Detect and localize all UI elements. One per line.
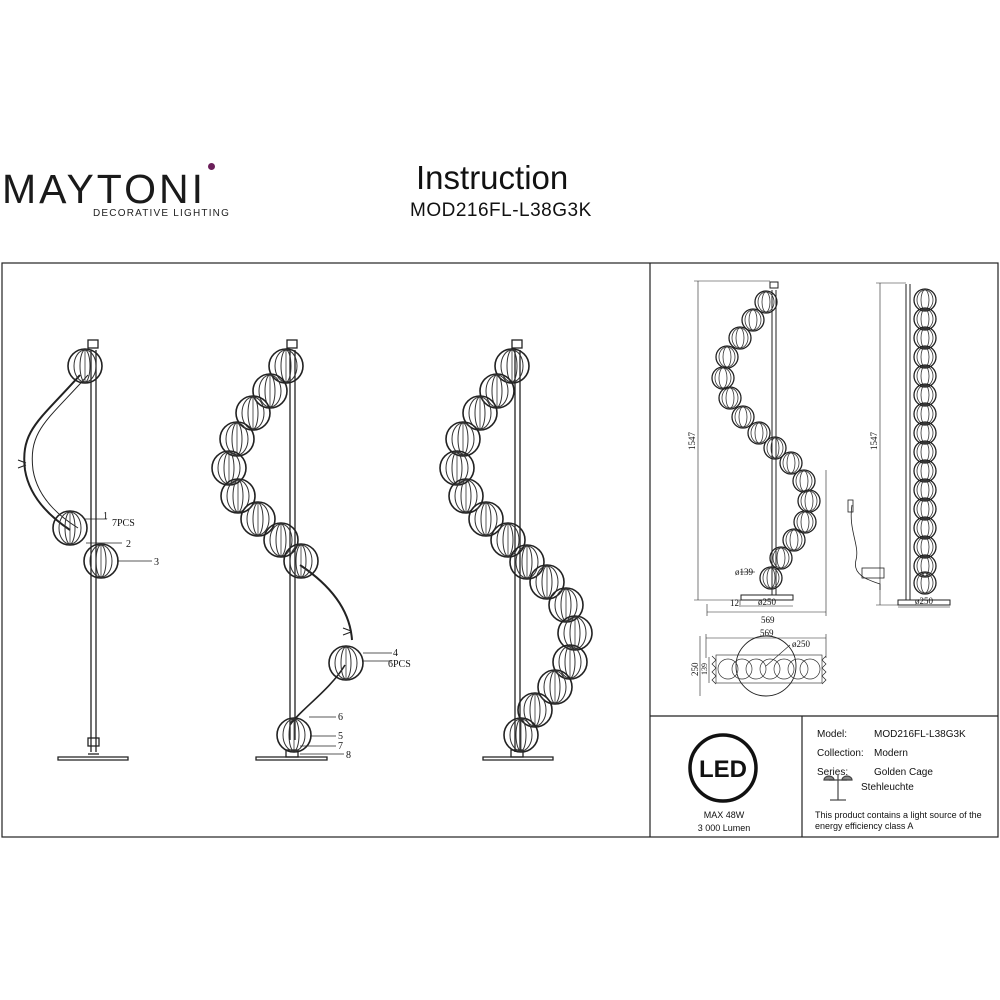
led-power: MAX 48W	[704, 810, 745, 820]
energy-note-line-2: energy efficiency class A	[815, 821, 913, 831]
dim-top-depth: 250	[690, 662, 700, 676]
callout-2: 2	[126, 539, 131, 550]
page-title: Instruction	[416, 159, 569, 196]
floor-lamp-icon	[823, 775, 853, 801]
callout-3: 3	[154, 557, 159, 568]
brand-logo: MAYTONI	[2, 166, 206, 212]
dim-height-side: 1547	[869, 432, 879, 451]
spec-collection-value: Modern	[874, 748, 908, 759]
spec-series-label: Series:	[817, 767, 848, 778]
assembled-lamp	[439, 339, 593, 761]
spec-collection-label: Collection:	[817, 748, 864, 759]
side-view	[847, 282, 951, 608]
spec-model-value: MOD216FL-L38G3K	[874, 729, 966, 740]
spec-series-value: Golden Cage	[874, 767, 933, 778]
dim-top-base-dia: ø250	[792, 639, 811, 649]
dim-sphere-dia: ø139	[735, 567, 754, 577]
callout-7: 7	[338, 741, 343, 752]
callout-1: 1	[103, 511, 108, 522]
dim-base-height: 12	[730, 598, 739, 608]
dim-top-sphere: 139	[700, 663, 709, 675]
dim-height: 1547	[687, 432, 697, 451]
callout-6pcs: 6PCS	[388, 659, 411, 670]
assembly-step-2	[211, 339, 392, 761]
energy-note-line-1: This product contains a light source of …	[815, 810, 982, 820]
spec-model-label: Model:	[817, 729, 847, 740]
callout-4: 4	[393, 648, 398, 659]
brand-tagline: DECORATIVE LIGHTING	[93, 208, 231, 219]
callout-8: 8	[346, 750, 351, 761]
brand-logo-dot	[208, 163, 215, 170]
sheet-frame	[1, 262, 999, 838]
led-lumen: 3 000 Lumen	[698, 823, 751, 833]
led-badge	[688, 733, 758, 803]
model-code: MOD216FL-L38G3K	[410, 200, 592, 221]
dim-top-width: 569	[760, 628, 774, 638]
dim-base-dia: ø250	[758, 597, 777, 607]
callout-7pcs: 7PCS	[112, 518, 135, 529]
front-view	[694, 280, 827, 616]
top-view-cages	[717, 658, 821, 680]
assembly-step-1	[17, 339, 152, 761]
top-view	[699, 634, 827, 697]
spec-type-value: Stehleuchte	[861, 782, 914, 793]
callout-5: 5	[338, 731, 343, 742]
dim-base-dia-side: ø250	[915, 596, 934, 606]
callout-6: 6	[338, 712, 343, 723]
dim-width: 569	[761, 615, 775, 625]
led-label: LED	[699, 756, 747, 783]
